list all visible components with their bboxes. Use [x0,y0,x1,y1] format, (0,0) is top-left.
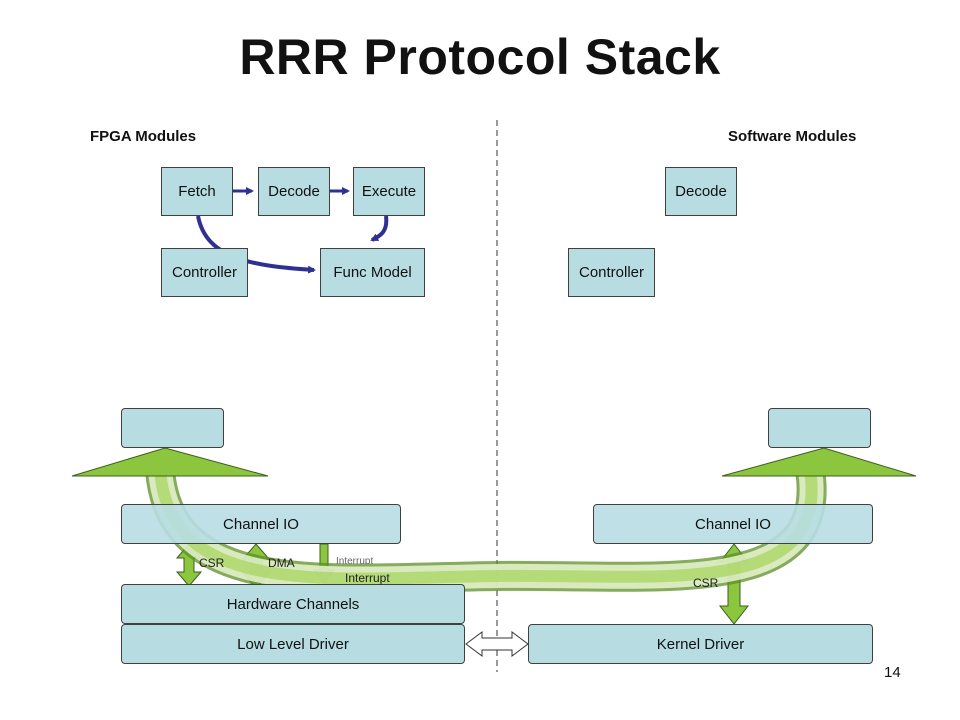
execute-box: Execute [353,167,425,216]
software-empty-module-box [768,408,871,448]
software-decode-box: Decode [665,167,737,216]
software-controller-box: Controller [568,248,655,297]
fetch-box: Fetch [161,167,233,216]
interrupt-label-partial: Interrupt [336,556,374,564]
decode-box: Decode [258,167,330,216]
low-level-driver-box: Low Level Driver [121,624,465,664]
fpga-empty-module-box [121,408,224,448]
software-modules-label: Software Modules [728,128,857,145]
page-title: RRR Protocol Stack [239,29,721,85]
fpga-channel-io-box: Channel IO [121,504,401,544]
hardware-channels-box: Hardware Channels [121,584,465,624]
fpga-modules-label: FPGA Modules [90,128,197,145]
software-channel-io-box: Channel IO [593,504,873,544]
cross-stack-bridge-arrow [71,447,917,594]
execute-to-funcmodel-arrow [370,215,389,242]
csr-label: CSR [199,556,225,570]
fpga-controller-box: Controller [161,248,248,297]
dma-label: DMA [268,556,295,570]
software-csr-label: CSR [693,576,719,590]
kernel-driver-box: Kernel Driver [528,624,873,664]
interrupt-label: Interrupt [345,571,390,585]
page-number: 14 [884,664,901,681]
func-model-box: Func Model [320,248,425,297]
